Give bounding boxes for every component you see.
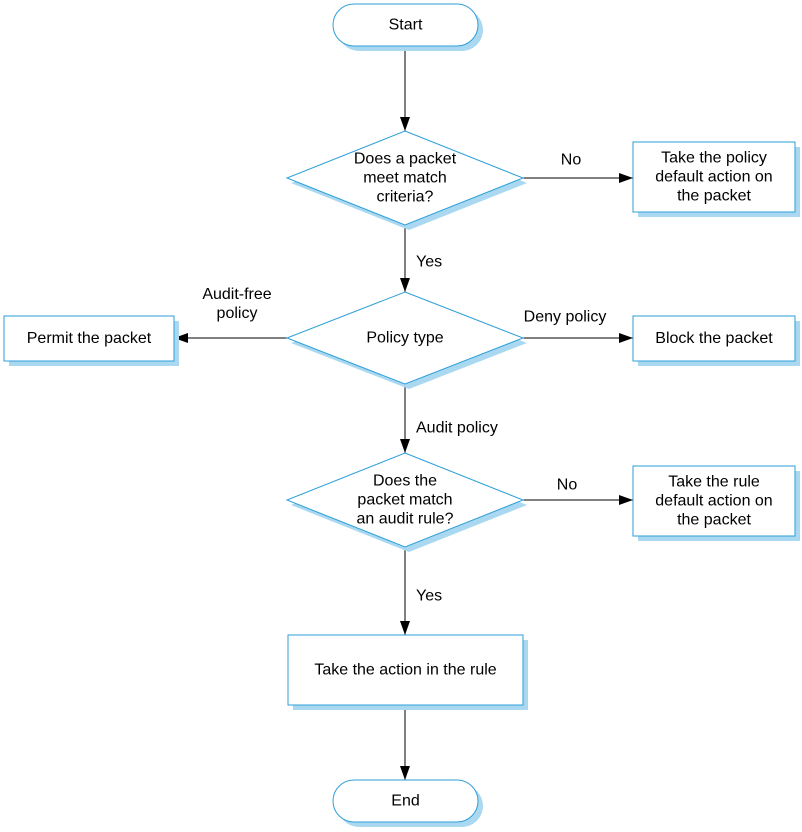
terminal-pill — [332, 779, 479, 823]
edge-rule-yes — [400, 547, 410, 635]
edge-label-deny-line-1: Deny policy — [524, 309, 607, 326]
process-box — [3, 315, 175, 362]
node-label-match-criteria-line-2: meet match — [363, 170, 447, 187]
node-label-block-line-1: Block the packet — [655, 330, 773, 347]
node-label-take-action-line-1: Take the action in the rule — [314, 662, 496, 679]
node-permit: Permit the packet — [3, 315, 179, 366]
node-label-permit-line-1: Permit the packet — [27, 330, 152, 347]
node-policy-default: Take the policy default action on the pack… — [632, 141, 800, 217]
node-label-rule-default-line-2: default action on — [655, 493, 772, 510]
edge-deny — [523, 333, 633, 343]
node-end: End — [332, 779, 483, 827]
node-label-match-criteria-line-3: criteria? — [377, 189, 434, 206]
node-rule-default: Take the rule default action on the packet — [632, 465, 800, 541]
edge-label-audit-line-1: Audit policy — [416, 420, 498, 437]
node-policy-type: Policy type — [285, 291, 527, 389]
node-label-policy-default-line-2: default action on — [655, 169, 772, 186]
arrowhead-match-yes — [400, 278, 410, 292]
terminal-pill — [332, 3, 479, 47]
process-box — [632, 141, 796, 213]
arrowhead-rule-no — [619, 495, 633, 505]
node-label-policy-default-line-1: Take the policy — [661, 150, 767, 167]
node-label-end-line-1: End — [391, 793, 419, 810]
node-label-rule-default-line-1: Take the rule — [668, 474, 760, 491]
node-label-audit-rule-line-2: packet match — [357, 492, 452, 509]
arrowhead-action-to-end — [400, 766, 410, 780]
decision-diamond — [285, 452, 525, 548]
edges-layer — [174, 46, 633, 780]
edge-label-match-no-line-1: No — [561, 152, 582, 169]
node-label-policy-type-line-1: Policy type — [366, 330, 443, 347]
edge-start-to-match — [400, 46, 410, 131]
node-label-match-criteria-line-1: Does a packet — [354, 151, 457, 168]
edge-action-to-end — [400, 705, 410, 780]
arrowhead-deny — [619, 333, 633, 343]
edge-label-rule-yes-line-1: Yes — [416, 588, 442, 605]
arrowhead-audit-free — [174, 333, 188, 343]
node-label-policy-default-line-3: the packet — [677, 188, 751, 205]
node-label-start-line-1: Start — [389, 17, 423, 34]
edge-label-match-yes-line-1: Yes — [416, 254, 442, 271]
node-block: Block the packet — [632, 315, 800, 366]
node-start: Start — [332, 3, 483, 51]
process-box — [632, 315, 796, 362]
node-label-audit-rule-line-3: an audit rule? — [357, 511, 454, 528]
node-audit-rule: Does the packet match an audit rule? — [285, 452, 527, 552]
arrowhead-start-to-match — [400, 117, 410, 131]
edge-match-yes — [400, 225, 410, 292]
edge-audit — [400, 384, 410, 453]
edge-label-audit-free-line-2: policy — [217, 305, 258, 322]
arrowhead-audit — [400, 439, 410, 453]
edge-label-audit-free-line-1: Audit-free — [202, 286, 271, 303]
edge-match-no — [523, 173, 633, 183]
decision-diamond — [285, 291, 525, 385]
arrowhead-rule-yes — [400, 621, 410, 635]
decision-diamond — [285, 130, 525, 226]
node-match-criteria: Does a packet meet match criteria? — [285, 130, 527, 230]
edge-label-rule-no-line-1: No — [557, 477, 578, 494]
process-box — [287, 634, 524, 706]
node-label-audit-rule-line-1: Does the — [373, 473, 437, 490]
process-box — [632, 465, 796, 537]
node-label-rule-default-line-3: the packet — [677, 512, 751, 529]
arrowhead-match-no — [619, 173, 633, 183]
edge-rule-no — [523, 495, 633, 505]
node-take-action: Take the action in the rule — [287, 634, 528, 710]
edge-audit-free — [174, 333, 287, 343]
